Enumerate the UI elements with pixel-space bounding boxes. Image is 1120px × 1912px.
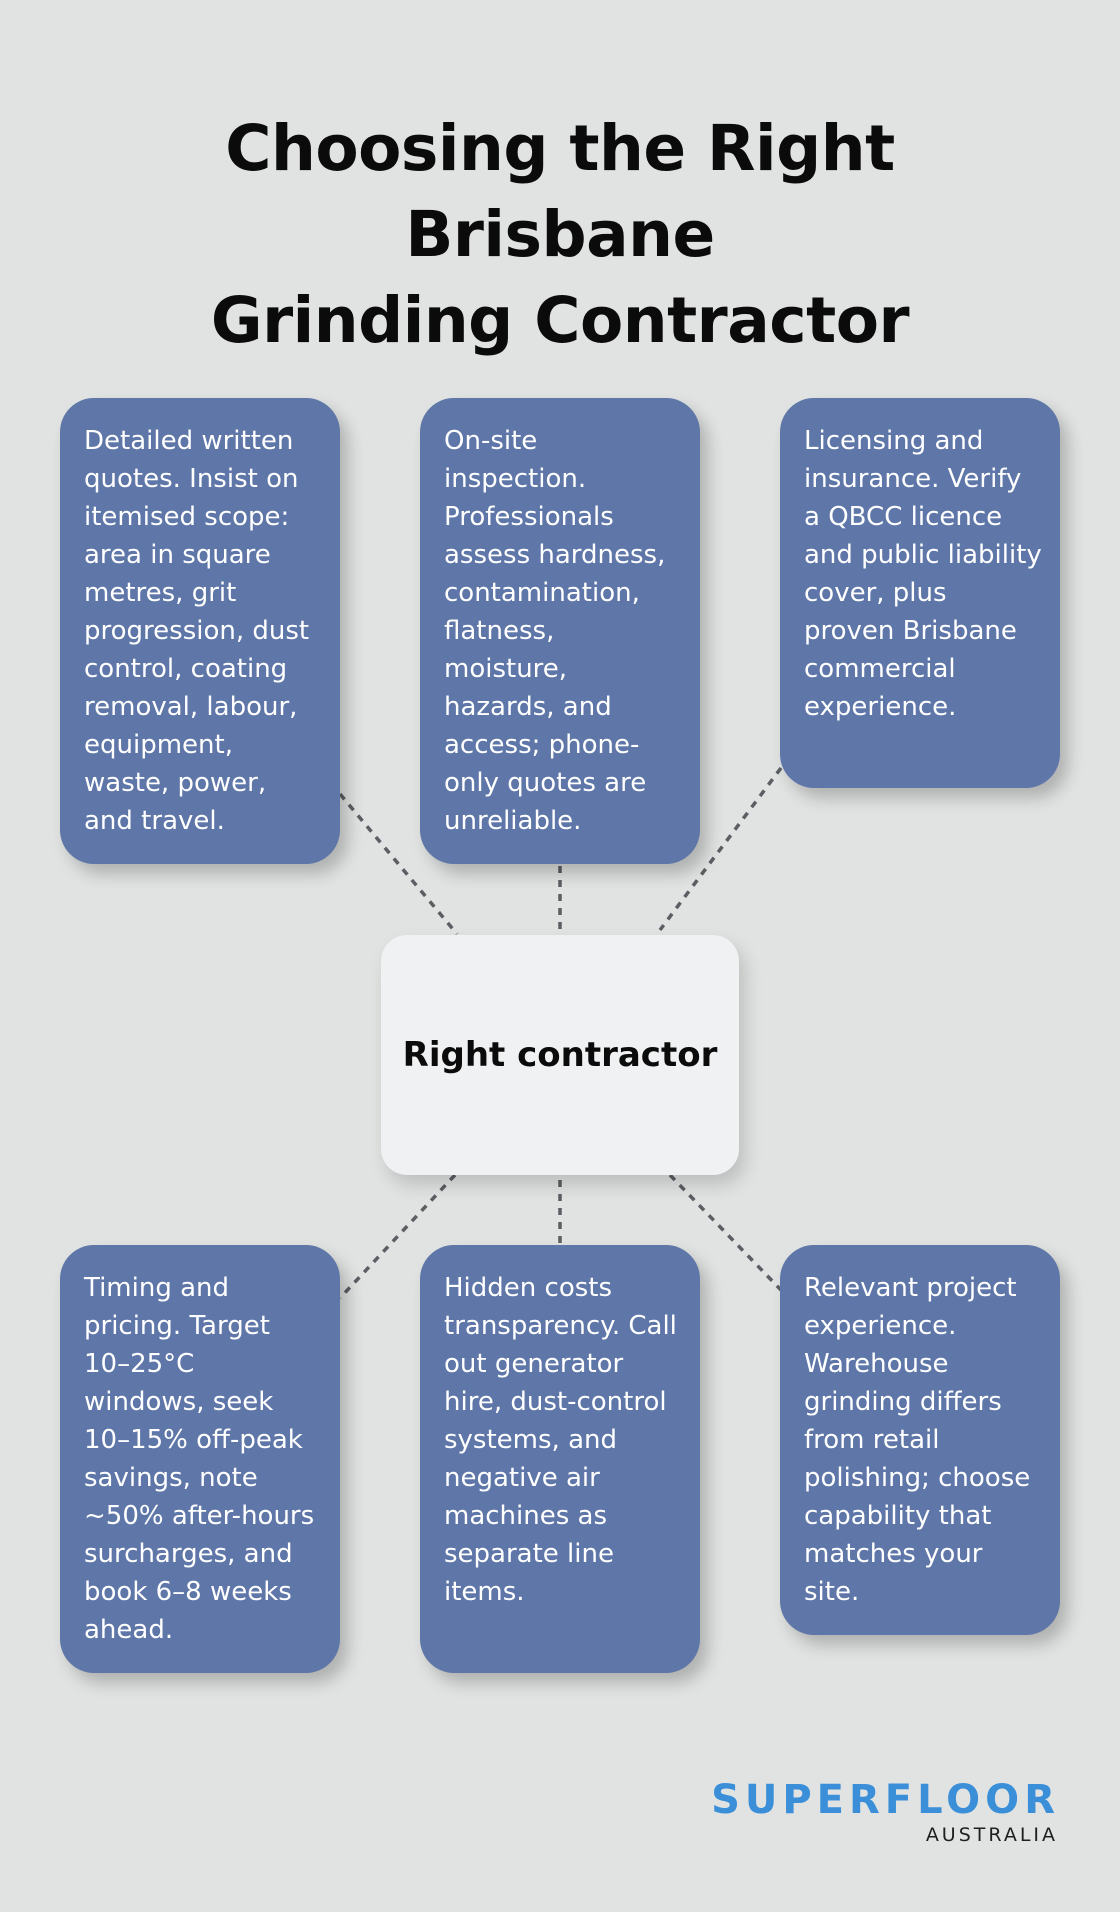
card-detailed-quotes: Detailed written quotes. Insist on itemi… — [60, 398, 340, 864]
card-onsite-inspection: On-site inspection. Professionals assess… — [420, 398, 700, 864]
connector-4 — [338, 1173, 457, 1300]
connector-1 — [338, 792, 459, 936]
title-line-2: Grinding Contractor — [210, 284, 910, 357]
center-label: Right contractor — [402, 1035, 718, 1075]
diagram-title: Choosing the Right Brisbane Grinding Con… — [60, 106, 1060, 364]
logo-brand: SUPERFLOOR — [711, 1777, 1060, 1823]
superfloor-logo: SUPERFLOOR AUSTRALIA — [640, 1778, 1055, 1848]
card-text: Detailed written quotes. Insist on itemi… — [84, 426, 310, 836]
card-hidden-costs: Hidden costs transparency. Call out gene… — [420, 1245, 700, 1673]
card-text: Licensing and insurance. Verify a QBCC l… — [804, 426, 1042, 722]
connector-3 — [658, 766, 783, 932]
center-node: Right contractor — [381, 935, 739, 1175]
card-project-experience: Relevant project experience. Warehouse g… — [780, 1245, 1060, 1635]
card-text: Relevant project experience. Warehouse g… — [804, 1273, 1031, 1607]
card-timing-pricing: Timing and pricing. Target 10–25°C windo… — [60, 1245, 340, 1673]
title-line-1: Choosing the Right Brisbane — [225, 112, 895, 271]
card-text: Timing and pricing. Target 10–25°C windo… — [84, 1273, 315, 1645]
card-text: Hidden costs transparency. Call out gene… — [444, 1273, 677, 1607]
card-licensing-insurance: Licensing and insurance. Verify a QBCC l… — [780, 398, 1060, 788]
card-text: On-site inspection. Professionals assess… — [444, 426, 666, 836]
logo-region: AUSTRALIA — [925, 1824, 1058, 1846]
